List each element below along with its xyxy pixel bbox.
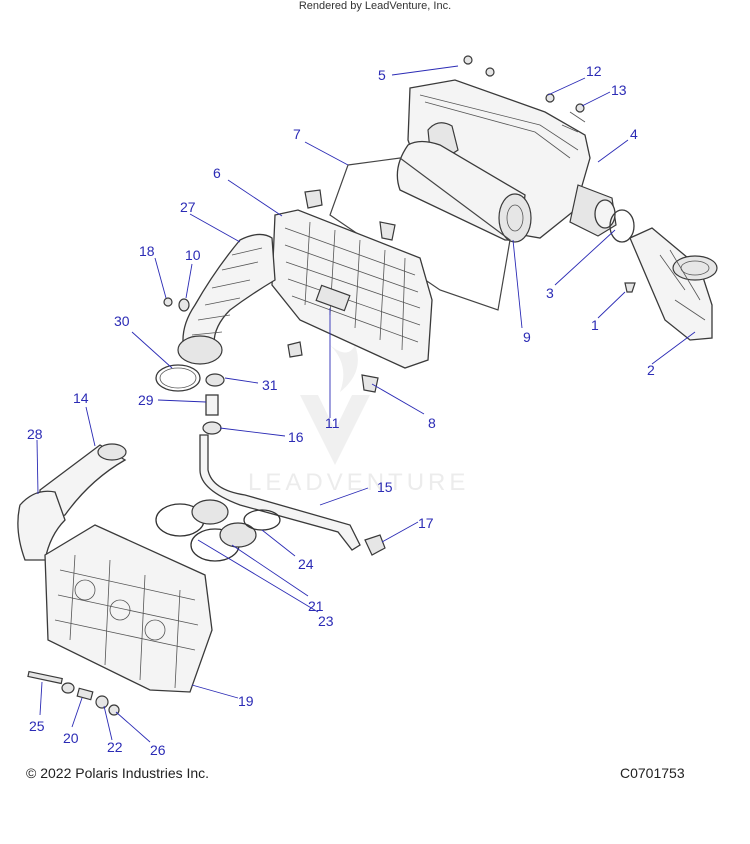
callout-24[interactable]: 24 <box>298 556 314 572</box>
clamps-21-23-24 <box>155 499 281 562</box>
intake-boot <box>182 233 276 356</box>
callout-29[interactable]: 29 <box>138 392 154 408</box>
callout-2[interactable]: 2 <box>647 362 655 378</box>
callout-13[interactable]: 13 <box>611 82 627 98</box>
callout-5[interactable]: 5 <box>378 67 386 83</box>
housing-seal <box>329 157 511 311</box>
callout-18[interactable]: 18 <box>139 243 155 259</box>
callout-31[interactable]: 31 <box>262 377 278 393</box>
callout-22[interactable]: 22 <box>107 739 123 755</box>
drawing-number: C0701753 <box>620 765 685 781</box>
fasteners <box>27 670 120 716</box>
callout-7[interactable]: 7 <box>293 126 301 142</box>
clamp-3 <box>609 209 635 243</box>
callout-1[interactable]: 1 <box>591 317 599 333</box>
callout-20[interactable]: 20 <box>63 730 79 746</box>
callout-12[interactable]: 12 <box>586 63 602 79</box>
callout-10[interactable]: 10 <box>185 247 201 263</box>
watermark-text: LEADVENTURE <box>248 469 469 496</box>
drain-assembly <box>199 373 386 556</box>
rendered-by-credit: Rendered by LeadVenture, Inc. <box>298 0 452 12</box>
callout-4[interactable]: 4 <box>630 126 638 142</box>
watermark: LEADVENTURE <box>248 345 469 496</box>
callout-11[interactable]: 11 <box>325 415 340 431</box>
pre-cleaner-assembly <box>17 443 213 693</box>
callout-14[interactable]: 14 <box>73 390 89 406</box>
callout-15[interactable]: 15 <box>377 479 393 495</box>
small-hardware <box>163 55 636 393</box>
callout-27[interactable]: 27 <box>180 199 196 215</box>
callout-17[interactable]: 17 <box>418 515 434 531</box>
air-filter-element <box>396 140 532 243</box>
callout-19[interactable]: 19 <box>238 693 254 709</box>
callout-21[interactable]: 21 <box>308 598 324 614</box>
callout-23[interactable]: 23 <box>318 613 334 629</box>
callout-labels: 1 2 3 4 5 6 7 8 9 10 11 12 13 14 15 16 1… <box>27 63 655 758</box>
boot-outlet <box>177 335 223 365</box>
clamp-30 <box>155 364 201 392</box>
callout-3[interactable]: 3 <box>546 285 554 301</box>
airbox-cover <box>271 209 433 369</box>
callout-8[interactable]: 8 <box>428 415 436 431</box>
callout-28[interactable]: 28 <box>27 426 43 442</box>
callout-26[interactable]: 26 <box>150 742 166 758</box>
callout-16[interactable]: 16 <box>288 429 304 445</box>
callout-6[interactable]: 6 <box>213 165 221 181</box>
callout-25[interactable]: 25 <box>29 718 45 734</box>
leader-lines <box>36 65 696 743</box>
copyright-notice: © 2022 Polaris Industries Inc. <box>26 765 210 781</box>
callout-30[interactable]: 30 <box>114 313 130 329</box>
callout-9[interactable]: 9 <box>523 329 531 345</box>
outlet-duct <box>629 227 718 341</box>
